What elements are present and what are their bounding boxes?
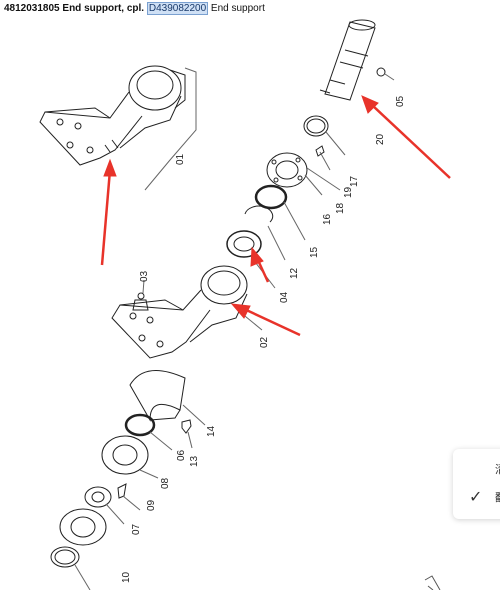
floating-side-panel[interactable]: 清 ✓ 翻 xyxy=(453,449,500,519)
arrow-to-part-04 xyxy=(250,246,270,283)
arrow-to-part-01 xyxy=(100,158,117,266)
part-05-nut xyxy=(376,67,386,77)
part-10-end-cap xyxy=(59,508,107,546)
callout-02: 02 xyxy=(259,336,270,348)
part-15-seal xyxy=(254,184,288,210)
callout-05: 05 xyxy=(395,95,406,107)
arrow-to-part-20 xyxy=(361,95,451,179)
part-19-bolt xyxy=(315,145,325,157)
checkmark-icon: ✓ xyxy=(469,489,483,506)
part-01-end-support-casting xyxy=(39,65,186,166)
part-12-circlip xyxy=(244,205,274,223)
callout-14: 14 xyxy=(206,425,217,437)
callout-06: 06 xyxy=(176,449,187,461)
part-17-snap-ring xyxy=(303,115,329,137)
callout-01: 01 xyxy=(175,153,186,165)
callout-09: 09 xyxy=(146,499,157,511)
part-16-flange xyxy=(266,152,308,188)
ref-name: End support xyxy=(210,3,265,14)
part-06-seal xyxy=(124,413,156,437)
callout-10: 10 xyxy=(121,571,132,583)
callout-08: 08 xyxy=(160,477,171,489)
callout-18: 18 xyxy=(335,202,346,214)
callout-15: 15 xyxy=(309,246,320,258)
callout-12: 12 xyxy=(289,267,300,279)
annotation-arrows xyxy=(100,95,451,337)
part-14-guard xyxy=(129,369,186,422)
callout-03: 03 xyxy=(139,270,150,282)
callout-04: 04 xyxy=(279,291,290,303)
callout-20: 20 xyxy=(375,133,386,145)
part-04-bearing xyxy=(226,230,262,258)
part-08-housing xyxy=(101,435,149,475)
callout-07: 07 xyxy=(131,523,142,535)
part-name: End support, cpl. xyxy=(62,3,145,14)
part-20-shaft xyxy=(319,19,376,101)
side-panel-label-1[interactable]: 清 xyxy=(495,461,500,477)
part-11-snap-ring xyxy=(50,546,80,568)
side-panel-label-2[interactable]: 翻 xyxy=(495,489,500,505)
part-13-screw xyxy=(181,419,192,434)
part-09-pin xyxy=(117,483,127,499)
part-number: 4812031805 xyxy=(4,3,60,14)
arrow-to-part-02 xyxy=(230,303,301,337)
callout-13: 13 xyxy=(189,455,200,467)
ref-number-link[interactable]: D439082200 xyxy=(146,2,209,15)
part-03-grease-nipple xyxy=(132,292,149,311)
part-07-washer xyxy=(84,486,112,508)
part-02-end-support-casting xyxy=(111,265,248,359)
callout-17: 17 xyxy=(349,175,360,187)
callout-19: 19 xyxy=(343,186,354,198)
part-header: 4812031805 End support, cpl. D439082200 … xyxy=(4,2,265,15)
callout-16: 16 xyxy=(322,213,333,225)
